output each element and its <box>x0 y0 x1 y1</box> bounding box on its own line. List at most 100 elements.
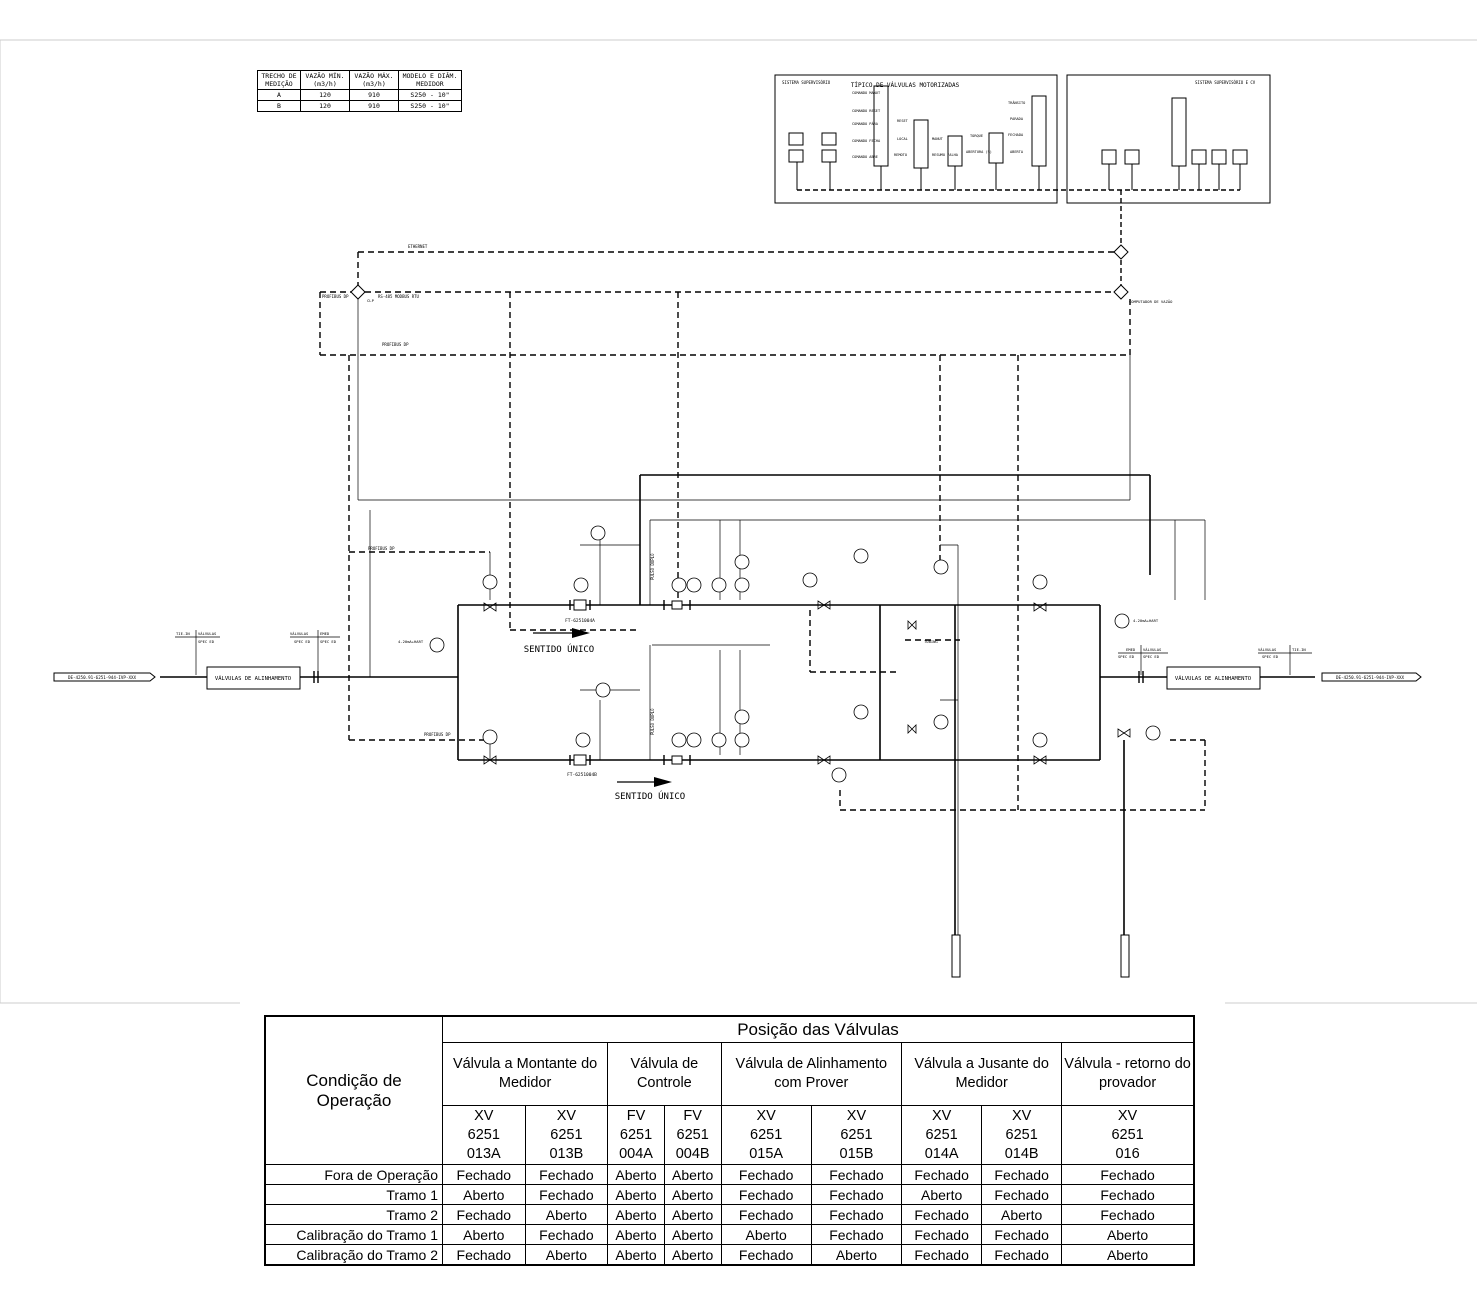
mid-label: ABERTURA (%) <box>966 150 992 154</box>
valve-state-cell: Aberto <box>607 1184 665 1205</box>
cmd-label: COMANDO PÁRA <box>852 121 879 126</box>
valve-state-cell: Fechado <box>901 1204 983 1225</box>
line-left-label: DE-4250.91-6251-944-IVP-XXX <box>68 675 137 680</box>
mid-label: RESET <box>897 119 909 123</box>
valve-state-cell: Aberto <box>981 1204 1063 1225</box>
valve-state-cell: Aberto <box>663 1184 722 1205</box>
hart-label: 4-20mA+HART <box>398 639 424 644</box>
meter-spec-table: TRECHO DE MEDIÇÃO VAZÃO MÍN. (m3/h) VAZÃ… <box>257 70 462 112</box>
valve-state-cell: Aberto <box>663 1224 722 1245</box>
valve-state-cell: Aberto <box>607 1244 665 1266</box>
cmd-label: COMANDO MANUT <box>852 91 881 95</box>
computador-label: COMPUTADOR DE VAZÃO <box>1129 299 1173 304</box>
valve-state-cell: Fechado <box>810 1184 903 1205</box>
hart-label: 4-20mA+HART <box>1133 618 1159 623</box>
spec-cell: 910 <box>349 100 399 112</box>
state-label: FECHADA <box>1008 133 1024 137</box>
valve-state-cell: Fechado <box>720 1244 812 1266</box>
valve-state-cell: Fechado <box>981 1244 1063 1266</box>
valve-state-cell: Fechado <box>720 1184 812 1205</box>
pid-diagram: TÍPICO DE VÁLVULAS MOTORIZADAS SISTEMA S… <box>0 39 1477 1004</box>
valvulas-label: VÁLVULAS <box>1143 647 1162 652</box>
valve-state-cell: Fechado <box>901 1164 983 1185</box>
mid-label: REMOTO <box>894 153 907 157</box>
spec-ed-label: SPEC ED <box>1262 654 1279 659</box>
valve-state-cell: Fechado <box>981 1184 1063 1205</box>
ft-a-label: FT-6251004A <box>565 618 595 624</box>
clp-label: CLP <box>367 298 375 303</box>
state-label: ABERTA <box>1010 150 1024 154</box>
valve-symbols <box>483 600 1131 765</box>
valve-state-cell: Aberto <box>607 1164 665 1185</box>
valve-state-cell: Aberto <box>524 1204 609 1225</box>
valve-state-cell: Fechado <box>524 1184 609 1205</box>
valvulas-label: VÁLVULAS <box>290 631 309 636</box>
valve-state-cell: Fechado <box>1061 1204 1195 1225</box>
instrument-bubbles <box>429 525 1161 783</box>
spec-ed-label: SPEC ED <box>1143 654 1160 659</box>
valve-state-cell: Fechado <box>981 1224 1063 1245</box>
panel-labels: COMANDO MANUT COMANDO RESET COMANDO PÁRA… <box>852 91 1025 159</box>
valve-state-cell: Fechado <box>720 1164 812 1185</box>
flow-direction-a: SENTIDO ÚNICO <box>524 643 594 655</box>
valve-state-cell: Fechado <box>442 1204 526 1225</box>
rs485-label: RS-485 MODBUS RTU <box>378 294 420 299</box>
valve-state-cell: Fechado <box>810 1164 903 1185</box>
valve-state-cell: Fechado <box>720 1204 812 1225</box>
alignment-valves-left: VÁLVULAS DE ALINHAMENTO <box>215 675 291 682</box>
valve-state-cell: Aberto <box>607 1224 665 1245</box>
condition-cell: Fora de Operação <box>264 1164 443 1185</box>
emed-label: EMED <box>1126 647 1136 652</box>
line-right-label: DE-4250.91-6251-944-IVP-XXX <box>1336 675 1405 680</box>
spec-ed-label: SPEC ED <box>294 639 311 644</box>
valve-state-cell: Fechado <box>524 1224 609 1245</box>
valve-state-cell: Fechado <box>810 1224 903 1245</box>
spec-ed-label: SPEC ED <box>198 639 215 644</box>
condition-cell: Tramo 2 <box>264 1204 443 1225</box>
tie-in-label: TIE-IN <box>176 631 190 636</box>
valve-state-cell: Aberto <box>720 1224 812 1245</box>
mid-label: LOCAL <box>897 137 908 141</box>
mid-label: RESUMO FALHA <box>932 153 959 157</box>
cmd-label: COMANDO RESET <box>852 109 881 113</box>
tie-in-label: TIE-IN <box>1292 647 1306 652</box>
valve-state-cell: Fechado <box>442 1164 526 1185</box>
cmd-label: COMANDO FECHA <box>852 139 881 143</box>
valve-state-cell: Fechado <box>524 1164 609 1185</box>
condition-header: Condição de Operação <box>264 1015 443 1165</box>
mid-label: TORQUE <box>970 134 983 138</box>
valve-state-cell: Fechado <box>810 1204 903 1225</box>
valve-state-cell: Fechado <box>981 1164 1063 1185</box>
valve-state-cell: Aberto <box>442 1224 526 1245</box>
profibus-label: PROFIBUS DP <box>424 732 451 737</box>
supervisory-panel <box>1066 74 1271 204</box>
cmd-label: COMANDO ABRE <box>852 155 878 159</box>
supervisory-right-label: SISTEMA SUPERVISÓRIO E CV <box>1195 80 1256 85</box>
condition-cell: Calibração do Tramo 1 <box>264 1224 443 1245</box>
valve-state-cell: Aberto <box>1061 1224 1195 1245</box>
valve-state-cell: Aberto <box>663 1204 722 1225</box>
state-label: PARADA <box>1010 117 1024 121</box>
valve-state-cell: Aberto <box>1061 1244 1195 1266</box>
emed-label: EMED <box>320 631 330 636</box>
spec-cell: 120 <box>300 100 350 112</box>
supervisory-left-label: SISTEMA SUPERVISÓRIO <box>782 80 831 85</box>
typical-title: TÍPICO DE VÁLVULAS MOTORIZADAS <box>851 81 960 89</box>
spec-ed-label: SPEC ED <box>320 639 337 644</box>
valve-state-cell: Fechado <box>442 1244 526 1266</box>
condition-cell: Calibração do Tramo 2 <box>264 1244 443 1266</box>
pulse-label: PULSO DUPLO <box>650 553 655 580</box>
profibus-label: PROFIBUS DP <box>322 294 349 299</box>
valvulas-label: VÁLVULAS <box>198 631 217 636</box>
